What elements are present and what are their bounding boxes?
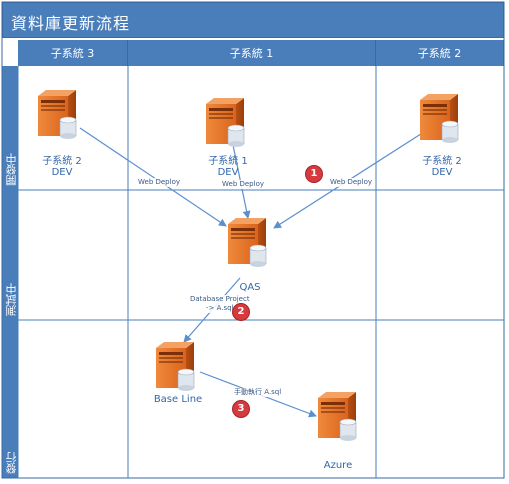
node-sub1: 子系統 1 DEV [200,152,256,178]
node-baseline: Base Line [146,394,210,405]
node-env: DEV [431,167,453,178]
step-badge-2: 2 [232,303,250,321]
edge-label-line: Database Project [190,295,250,303]
edge-label-web-deploy-2: Web Deploy [222,180,264,189]
server-sub1-icon [205,97,245,148]
node-azure: Azure [310,460,366,471]
node-sub2-right: 子系統 2 DEV [414,152,470,178]
row-header-release: 發行 [2,320,18,478]
server-sub2-left-icon [37,89,77,140]
column-label: 子系統 2 [417,47,462,60]
step-badge-1: 1 [305,165,323,183]
grid-lines [17,66,504,478]
server-azure-icon [317,391,357,442]
column-label: 子系統 1 [229,47,274,60]
edge-label-line: -> A.sql [206,304,234,312]
row-header-dev: 開發中 [2,66,18,190]
arrow-sub2left-to-qas [79,127,227,227]
column-header-sub3: 子系統 3 [18,40,128,66]
node-name: 子系統 2 [422,156,462,167]
row-header-test: 測試中 [2,190,18,320]
outer-border [1,1,505,479]
node-name: Azure [323,460,353,471]
node-name: 子系統 2 [42,156,82,167]
node-env: DEV [217,167,239,178]
server-baseline-icon [155,341,195,392]
server-qas-icon [227,217,267,268]
column-header-sub1: 子系統 1 [128,40,376,66]
node-name: 子系統 1 [208,156,248,167]
server-sub2-right-icon [419,93,459,144]
edge-label-web-deploy-1: Web Deploy [138,178,180,187]
column-header-sub2: 子系統 2 [376,40,504,66]
step-badge-3: 3 [232,400,250,418]
node-sub2-left: 子系統 2 DEV [34,152,90,178]
column-label: 子系統 3 [50,47,95,60]
title-bar: 資料庫更新流程 [2,2,504,38]
diagram-title: 資料庫更新流程 [11,14,131,33]
edge-label-manual-run: 手動執行 A.sql [234,388,282,397]
arrow-sub1-to-qas [231,139,251,219]
node-name: QAS [239,282,261,293]
node-env: DEV [51,167,73,178]
node-name: Base Line [153,394,203,405]
node-qas: QAS [222,282,278,293]
edge-label-web-deploy-3: Web Deploy [330,178,372,187]
